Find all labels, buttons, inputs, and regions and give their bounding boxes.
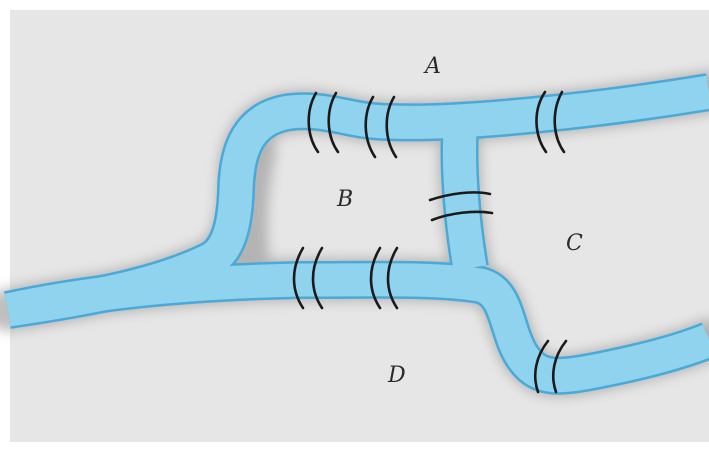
bridge-c-d [534,339,568,394]
bridge-b-c [428,191,494,222]
region-label-b: B [336,187,353,212]
river-water [4,75,709,393]
bridge-b-d-2 [369,246,399,310]
region-label-c: C [566,231,583,256]
region-label-d: D [387,363,406,388]
bridge-b-d-1 [292,246,324,310]
bridge-a-b-1 [307,91,340,154]
bridge-a-b-2 [364,95,398,159]
region-label-a: A [423,54,441,79]
bridge-a-c [535,90,566,154]
